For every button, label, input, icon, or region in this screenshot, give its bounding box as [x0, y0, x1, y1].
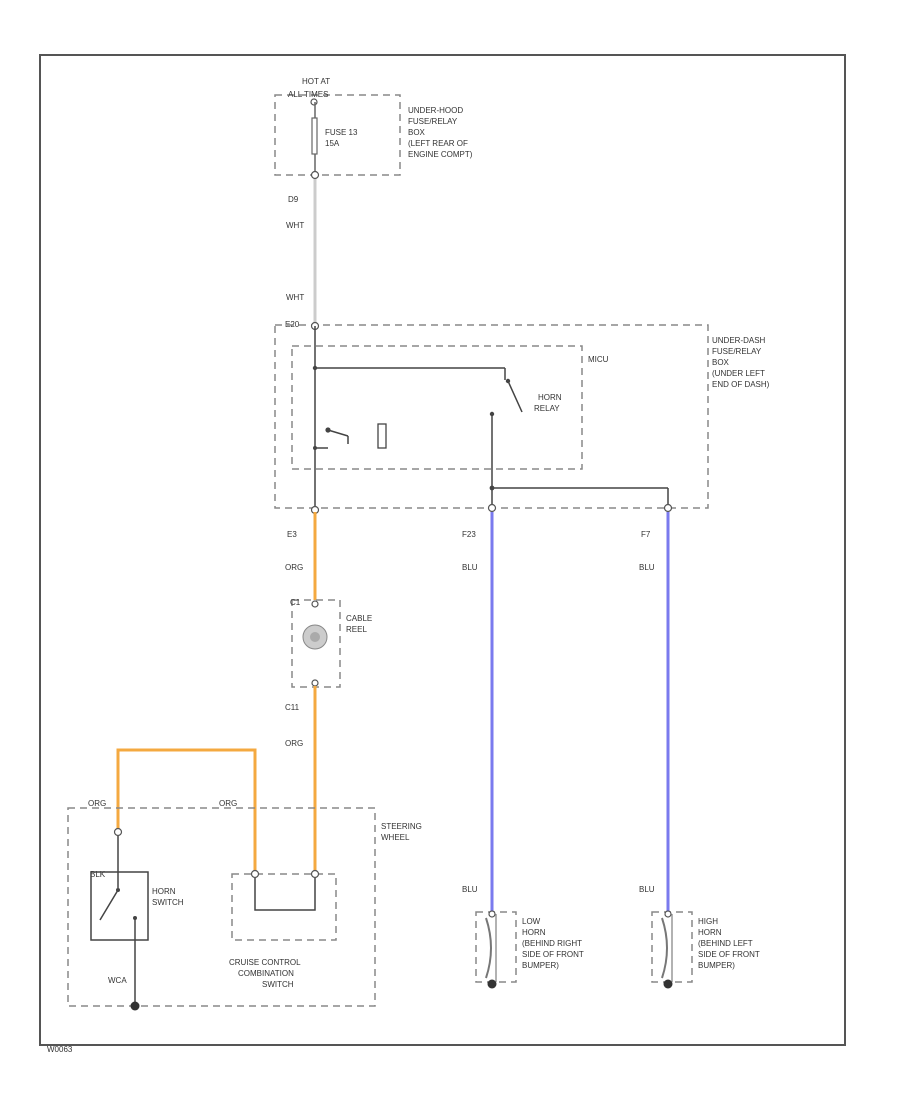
- blu-label-right-top: BLU: [639, 563, 655, 572]
- horn-switch-label-2: SWITCH: [152, 898, 184, 907]
- low-horn-label-4: SIDE OF FRONT: [522, 950, 584, 959]
- blk-label: BLK: [90, 870, 106, 879]
- cable-reel-bottom-terminal: [311, 679, 319, 687]
- relay-driver-icon: [327, 429, 349, 437]
- high-horn-terminal: [664, 910, 672, 918]
- hot-at-label: HOT AT: [302, 77, 330, 86]
- diagram-frame: [39, 54, 846, 1046]
- high-horn: HIGH HORN (BEHIND LEFT SIDE OF FRONT BUM…: [651, 910, 760, 989]
- horn-relay-label-2: RELAY: [534, 404, 560, 413]
- wht-label-2: WHT: [286, 293, 304, 302]
- high-horn-outline: [651, 911, 693, 983]
- cruise-control-switch-outline: [231, 873, 337, 941]
- low-horn-label-2: HORN: [522, 928, 546, 937]
- org-label-1: ORG: [285, 563, 303, 572]
- d9-terminal: [310, 170, 320, 180]
- e3-label: E3: [287, 530, 297, 539]
- cruise-label-3: SWITCH: [262, 980, 294, 989]
- low-horn-label-3: (BEHIND RIGHT: [522, 939, 582, 948]
- high-horn-label-5: BUMPER): [698, 961, 735, 970]
- cable-reel-top-terminal: [311, 600, 319, 608]
- cruise-terminal-right: [310, 869, 320, 879]
- high-horn-icon: [661, 917, 668, 979]
- low-horn-icon: [485, 917, 492, 979]
- low-horn-ground-icon: [487, 979, 497, 989]
- under-dash-desc-5: END OF DASH): [712, 380, 770, 389]
- wca-label: WCA: [108, 976, 127, 985]
- blu-label-left-bottom: BLU: [462, 885, 478, 894]
- steering-label-2: WHEEL: [381, 833, 410, 842]
- under-hood-fuse-box-outline: [274, 94, 401, 176]
- fuse-13-icon: [311, 117, 318, 155]
- under-dash-desc-1: UNDER-DASH: [712, 336, 766, 345]
- horn-switch-box: [90, 871, 149, 941]
- cable-reel-label-2: REEL: [346, 625, 367, 634]
- c11-label: C11: [285, 703, 300, 712]
- fuse-box-desc-5: ENGINE COMPT): [408, 150, 473, 159]
- fuse-number-label: FUSE 13: [325, 128, 358, 137]
- horn-switch-contact-icon: [99, 889, 119, 921]
- blu-label-right-bottom: BLU: [639, 885, 655, 894]
- under-dash-desc-2: FUSE/RELAY: [712, 347, 762, 356]
- low-horn-label-5: BUMPER): [522, 961, 559, 970]
- cruise-terminal-left: [250, 869, 260, 879]
- cruise-label-1: CRUISE CONTROL: [229, 958, 301, 967]
- cable-reel: C1 CABLE REEL: [290, 598, 372, 688]
- cable-reel-connector-label: C1: [290, 598, 301, 607]
- org-mid-label: ORG: [219, 799, 237, 808]
- high-horn-label-1: HIGH: [698, 917, 718, 926]
- f23-label: F23: [462, 530, 476, 539]
- steering-label-1: STEERING: [381, 822, 422, 831]
- wht-label-1: WHT: [286, 221, 304, 230]
- horn-switch-ground-icon: [130, 1001, 140, 1011]
- relay-coil-icon: [377, 423, 387, 449]
- diagram-code: W0063: [47, 1045, 73, 1054]
- horn-switch-top-terminal: [113, 827, 123, 837]
- fuse-top-terminal: [310, 98, 318, 106]
- horn-switch-label-1: HORN: [152, 887, 176, 896]
- steering-wheel: STEERING WHEEL ORG BLK HORN SWITCH WCA O…: [67, 799, 422, 1011]
- cruise-label-2: COMBINATION: [238, 969, 294, 978]
- fuse-box-desc-2: FUSE/RELAY: [408, 117, 458, 126]
- fuse-box-desc-3: BOX: [408, 128, 426, 137]
- low-horn-label-1: LOW: [522, 917, 541, 926]
- high-horn-label-4: SIDE OF FRONT: [698, 950, 760, 959]
- f23-terminal: [487, 503, 497, 513]
- cable-reel-label-1: CABLE: [346, 614, 372, 623]
- under-dash-desc-4: (UNDER LEFT: [712, 369, 765, 378]
- cruise-switch-jumper: [254, 878, 316, 911]
- horn-relay-label-1: HORN: [538, 393, 562, 402]
- under-dash-desc-3: BOX: [712, 358, 730, 367]
- fuse-box-desc-4: (LEFT REAR OF: [408, 139, 468, 148]
- high-horn-ground-icon: [663, 979, 673, 989]
- f7-terminal: [663, 503, 673, 513]
- micu-outline: [291, 345, 583, 470]
- wire-org-jumper: [116, 748, 257, 872]
- low-horn-terminal: [488, 910, 496, 918]
- relay-contact-switch-icon: [507, 380, 523, 413]
- fuse-rating-label: 15A: [325, 139, 340, 148]
- cable-reel-hub: [310, 632, 320, 642]
- fuse-box-desc-1: UNDER-HOOD: [408, 106, 463, 115]
- low-horn-outline: [475, 911, 517, 983]
- org-label-2: ORG: [285, 739, 303, 748]
- under-dash-fuse-box: MICU UNDER-DASH FUSE/RELAY BOX (UNDER LE…: [274, 321, 770, 510]
- d9-label: D9: [288, 195, 299, 204]
- low-horn: LOW HORN (BEHIND RIGHT SIDE OF FRONT BUM…: [475, 910, 584, 989]
- micu-label: MICU: [588, 355, 609, 364]
- blu-label-left-top: BLU: [462, 563, 478, 572]
- under-hood-fuse-box: HOT AT ALL TIMES FUSE 13 15A UNDER-HOOD …: [274, 77, 473, 176]
- all-times-label: ALL TIMES: [288, 90, 328, 99]
- org-left-label: ORG: [88, 799, 106, 808]
- high-horn-label-2: HORN: [698, 928, 722, 937]
- micu-lower-junction: [313, 446, 317, 450]
- f7-label: F7: [641, 530, 651, 539]
- high-horn-label-3: (BEHIND LEFT: [698, 939, 753, 948]
